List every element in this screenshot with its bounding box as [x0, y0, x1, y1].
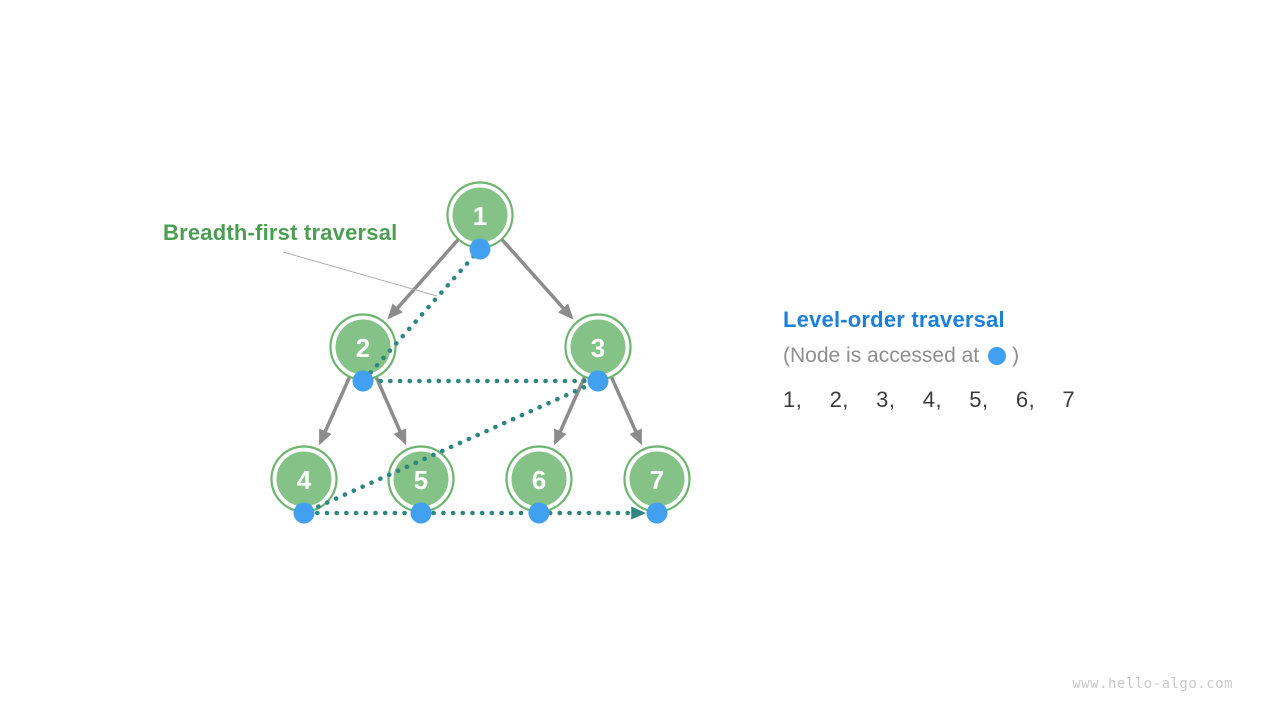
legend-title: Level-order traversal [783, 307, 1005, 332]
label-pointer-line [282, 251, 438, 297]
traversal-sequence: 1, 2, 3, 4, 5, 6, 7 [783, 387, 1076, 412]
access-dot [352, 370, 374, 392]
access-dot [410, 502, 432, 524]
tree-node: 1 [446, 181, 514, 249]
tree-node: 6 [505, 445, 573, 513]
node-circle [629, 451, 685, 507]
node-label: 3 [591, 333, 605, 363]
tree-node: 4 [270, 445, 338, 513]
node-circle [570, 319, 626, 375]
breadth-first-label: Breadth-first traversal [163, 220, 398, 245]
access-dot [587, 370, 609, 392]
node-circle [276, 451, 332, 507]
access-dot-legend-icon [988, 347, 1007, 365]
tree-node: 7 [623, 445, 691, 513]
node-label: 4 [297, 465, 312, 495]
node-label: 2 [356, 333, 370, 363]
node-label: 6 [532, 465, 546, 495]
tree-edge [490, 227, 574, 320]
watermark: www.hello-algo.com [1072, 676, 1233, 692]
node-label: 5 [414, 465, 428, 495]
node-circle [452, 187, 508, 243]
node-circle [511, 451, 567, 507]
access-dot [646, 502, 668, 524]
legend-note-suffix: ) [1012, 344, 1020, 367]
traversal-path [301, 246, 646, 520]
legend-note: (Node is accessed at ) [783, 344, 1019, 368]
node-label: 7 [650, 465, 664, 495]
tree-node: 2 [329, 313, 397, 381]
access-dot [293, 502, 315, 524]
node-label: 1 [473, 201, 487, 231]
legend-note-prefix: (Node is accessed at [783, 344, 980, 367]
access-dot [528, 502, 550, 524]
access-dot [469, 238, 491, 260]
tree-node: 5 [387, 445, 455, 513]
tree-node: 3 [564, 313, 632, 381]
node-circle [335, 319, 391, 375]
tree-edge [387, 227, 470, 320]
